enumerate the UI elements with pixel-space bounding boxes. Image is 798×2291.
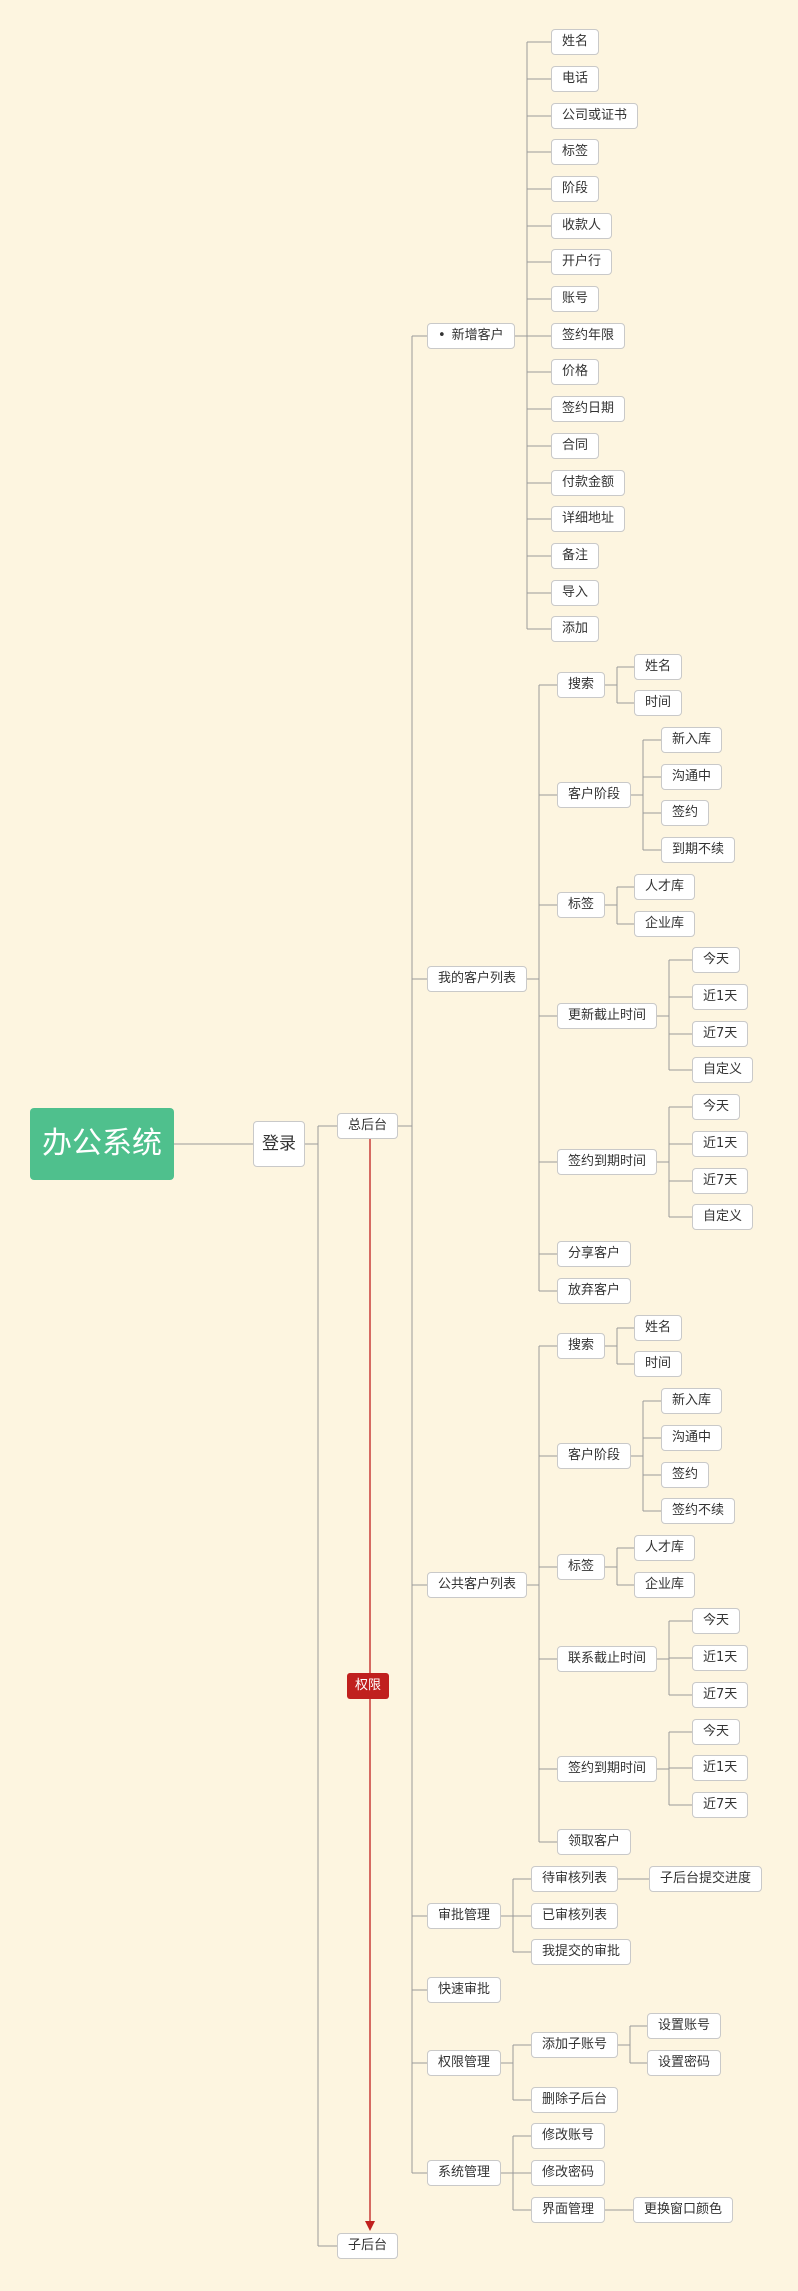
field-node[interactable]: 导入 [551, 580, 600, 606]
main-backend-node[interactable]: 总后台 [337, 1113, 399, 1139]
my-stage-node[interactable]: 客户阶段 [557, 782, 632, 808]
change-window-color-node[interactable]: 更换窗口颜色 [633, 2197, 734, 2223]
option-node[interactable]: 今天 [692, 1608, 741, 1634]
field-node[interactable]: 添加 [551, 616, 600, 642]
approval-mgmt-node[interactable]: 审批管理 [427, 1903, 502, 1929]
option-node[interactable]: 近7天 [692, 1792, 749, 1818]
field-node[interactable]: 合同 [551, 433, 600, 459]
option-node[interactable]: 到期不续 [661, 837, 736, 863]
add-sub-account-node[interactable]: 添加子账号 [531, 2032, 619, 2058]
option-node[interactable]: 人才库 [634, 874, 696, 900]
field-node[interactable]: 阶段 [551, 176, 600, 202]
option-node[interactable]: 今天 [692, 1719, 741, 1745]
option-node[interactable]: 签约不续 [661, 1498, 736, 1524]
field-node[interactable]: 备注 [551, 543, 600, 569]
public-sign-expire-node[interactable]: 签约到期时间 [557, 1756, 658, 1782]
sub-progress-node[interactable]: 子后台提交进度 [649, 1866, 763, 1892]
option-node[interactable]: 自定义 [692, 1204, 754, 1230]
public-stage-node[interactable]: 客户阶段 [557, 1443, 632, 1469]
option-node[interactable]: 时间 [634, 1351, 683, 1377]
modify-password-node[interactable]: 修改密码 [531, 2160, 606, 2186]
login-node[interactable]: 登录 [253, 1121, 305, 1167]
new-client-label: 新增客户 [451, 328, 504, 343]
option-node[interactable]: 沟通中 [661, 764, 723, 790]
option-node[interactable]: 签约 [661, 1462, 710, 1488]
option-node[interactable]: 近7天 [692, 1168, 749, 1194]
ui-mgmt-node[interactable]: 界面管理 [531, 2197, 606, 2223]
field-node[interactable]: 电话 [551, 66, 600, 92]
option-node[interactable]: 近1天 [692, 984, 749, 1010]
option-node[interactable]: 沟通中 [661, 1425, 723, 1451]
field-node[interactable]: 收款人 [551, 213, 613, 239]
option-node[interactable]: 企业库 [634, 911, 696, 937]
set-account-node[interactable]: 设置账号 [647, 2013, 722, 2039]
my-approvals-node[interactable]: 我提交的审批 [531, 1939, 632, 1965]
pending-list-node[interactable]: 待审核列表 [531, 1866, 619, 1892]
new-client-node[interactable]: • 新增客户 [427, 323, 515, 349]
public-contact-deadline-node[interactable]: 联系截止时间 [557, 1646, 658, 1672]
field-node[interactable]: 签约日期 [551, 396, 626, 422]
option-node[interactable]: 签约 [661, 800, 710, 826]
field-node[interactable]: 公司或证书 [551, 103, 639, 129]
my-search-node[interactable]: 搜索 [557, 672, 606, 698]
my-sign-expire-node[interactable]: 签约到期时间 [557, 1149, 658, 1175]
field-node[interactable]: 签约年限 [551, 323, 626, 349]
option-node[interactable]: 时间 [634, 690, 683, 716]
field-node[interactable]: 价格 [551, 359, 600, 385]
option-node[interactable]: 姓名 [634, 654, 683, 680]
option-node[interactable]: 姓名 [634, 1315, 683, 1341]
bullet-icon: • [438, 328, 446, 343]
abandon-client-node[interactable]: 放弃客户 [557, 1278, 632, 1304]
field-node[interactable]: 标签 [551, 139, 600, 165]
option-node[interactable]: 企业库 [634, 1572, 696, 1598]
field-node[interactable]: 账号 [551, 286, 600, 312]
modify-account-node[interactable]: 修改账号 [531, 2123, 606, 2149]
option-node[interactable]: 新入库 [661, 1388, 723, 1414]
option-node[interactable]: 近1天 [692, 1131, 749, 1157]
set-password-node[interactable]: 设置密码 [647, 2050, 722, 2076]
field-node[interactable]: 姓名 [551, 29, 600, 55]
option-node[interactable]: 今天 [692, 1094, 741, 1120]
option-node[interactable]: 近1天 [692, 1755, 749, 1781]
option-node[interactable]: 自定义 [692, 1057, 754, 1083]
field-node[interactable]: 付款金额 [551, 470, 626, 496]
my-update-deadline-node[interactable]: 更新截止时间 [557, 1003, 658, 1029]
public-clients-node[interactable]: 公共客户列表 [427, 1572, 528, 1598]
quick-approval-node[interactable]: 快速审批 [427, 1977, 502, 2003]
field-node[interactable]: 开户行 [551, 249, 613, 275]
approved-list-node[interactable]: 已审核列表 [531, 1903, 619, 1929]
option-node[interactable]: 新入库 [661, 727, 723, 753]
option-node[interactable]: 近7天 [692, 1682, 749, 1708]
my-clients-node[interactable]: 我的客户列表 [427, 966, 528, 992]
public-search-node[interactable]: 搜索 [557, 1333, 606, 1359]
option-node[interactable]: 近7天 [692, 1021, 749, 1047]
permission-badge: 权限 [347, 1673, 390, 1699]
system-mgmt-node[interactable]: 系统管理 [427, 2160, 502, 2186]
root-node[interactable]: 办公系统 [30, 1108, 174, 1180]
claim-client-node[interactable]: 领取客户 [557, 1829, 632, 1855]
delete-sub-backend-node[interactable]: 删除子后台 [531, 2087, 619, 2113]
my-tag-node[interactable]: 标签 [557, 892, 606, 918]
field-node[interactable]: 详细地址 [551, 506, 626, 532]
share-client-node[interactable]: 分享客户 [557, 1241, 632, 1267]
public-tag-node[interactable]: 标签 [557, 1554, 606, 1580]
arrowhead-icon [365, 2221, 375, 2231]
option-node[interactable]: 人才库 [634, 1535, 696, 1561]
option-node[interactable]: 近1天 [692, 1645, 749, 1671]
permission-mgmt-node[interactable]: 权限管理 [427, 2050, 502, 2076]
sub-backend-node[interactable]: 子后台 [337, 2233, 399, 2259]
option-node[interactable]: 今天 [692, 947, 741, 973]
